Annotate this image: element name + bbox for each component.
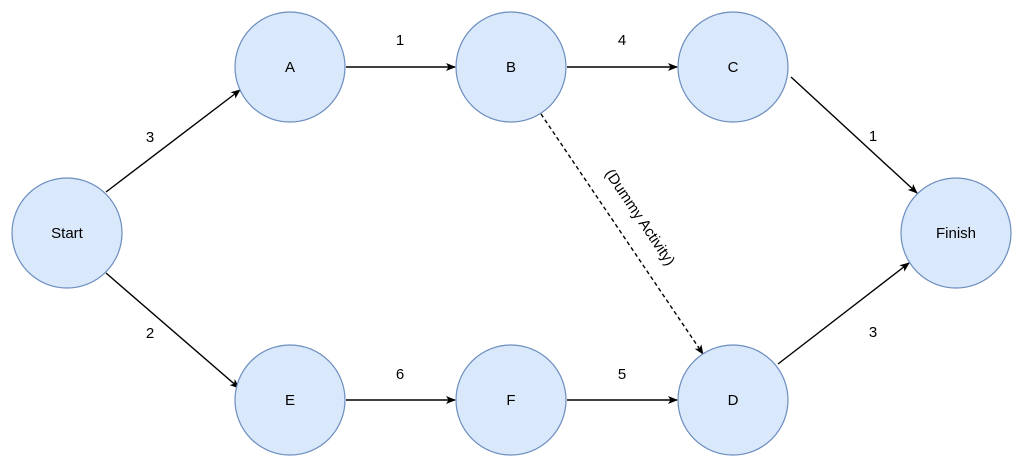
- node-label-e: E: [285, 392, 295, 409]
- edge-label-f-d: 5: [618, 366, 626, 383]
- node-label-c: C: [728, 59, 739, 76]
- node-a: A: [234, 11, 346, 123]
- edge-label-a-b: 1: [396, 32, 404, 49]
- node-finish: Finish: [900, 177, 1012, 289]
- node-f: F: [455, 344, 567, 456]
- edge-label-b-c: 4: [618, 32, 626, 49]
- edge-b-d-dummy: [540, 113, 704, 355]
- node-label-f: F: [506, 392, 515, 409]
- edge-label-e-f: 6: [396, 366, 404, 383]
- edge-c-finish: [790, 76, 918, 194]
- node-b: B: [455, 11, 567, 123]
- node-c: C: [677, 11, 789, 123]
- edge-label-d-finish: 3: [869, 324, 877, 341]
- node-label-d: D: [728, 392, 739, 409]
- edge-label-c-finish: 1: [869, 128, 877, 145]
- edge-start-a: [105, 89, 241, 193]
- edge-label-start-e: 2: [146, 325, 154, 342]
- node-start: Start: [11, 177, 123, 289]
- node-label-finish: Finish: [936, 225, 976, 242]
- node-e: E: [234, 344, 346, 456]
- node-label-start: Start: [51, 225, 84, 242]
- edge-start-e: [105, 272, 240, 389]
- edges: [105, 63, 918, 404]
- node-label-b: B: [506, 59, 516, 76]
- edge-label-start-a: 3: [146, 129, 154, 146]
- node-d: D: [677, 344, 789, 456]
- edge-label-dummy-activity: (Dummy Activity): [601, 166, 678, 269]
- node-label-a: A: [285, 59, 295, 76]
- edge-d-finish: [777, 262, 910, 365]
